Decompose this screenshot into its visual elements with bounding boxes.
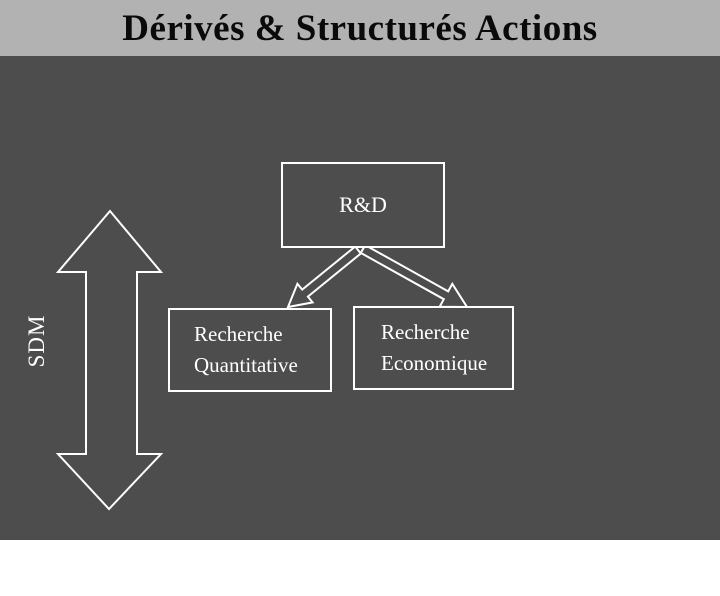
recherche-economique-line1: Recherche (381, 320, 470, 344)
diagram-canvas: SDM R&D Recherche Quantitative Recherche… (0, 56, 720, 540)
rd-to-economique-arrow (359, 243, 469, 309)
recherche-economique-line2: Economique (381, 351, 488, 375)
rd-to-quantitative-arrow (286, 245, 363, 309)
sdm-label: SDM (24, 314, 49, 368)
sdm-vertical-double-arrow (55, 209, 164, 511)
title-bar: Dérivés & Structurés Actions (0, 0, 720, 56)
recherche-quantitative-line1: Recherche (194, 322, 283, 346)
rd-box: R&D (281, 162, 445, 248)
slide-title: Dérivés & Structurés Actions (122, 7, 598, 49)
recherche-economique-box: Recherche Economique (353, 306, 514, 390)
recherche-quantitative-line2: Quantitative (194, 353, 298, 377)
slide: Dérivés & Structurés Actions SDM R&D Rec… (0, 0, 720, 540)
recherche-quantitative-box: Recherche Quantitative (168, 308, 332, 392)
rd-box-label: R&D (339, 192, 387, 217)
